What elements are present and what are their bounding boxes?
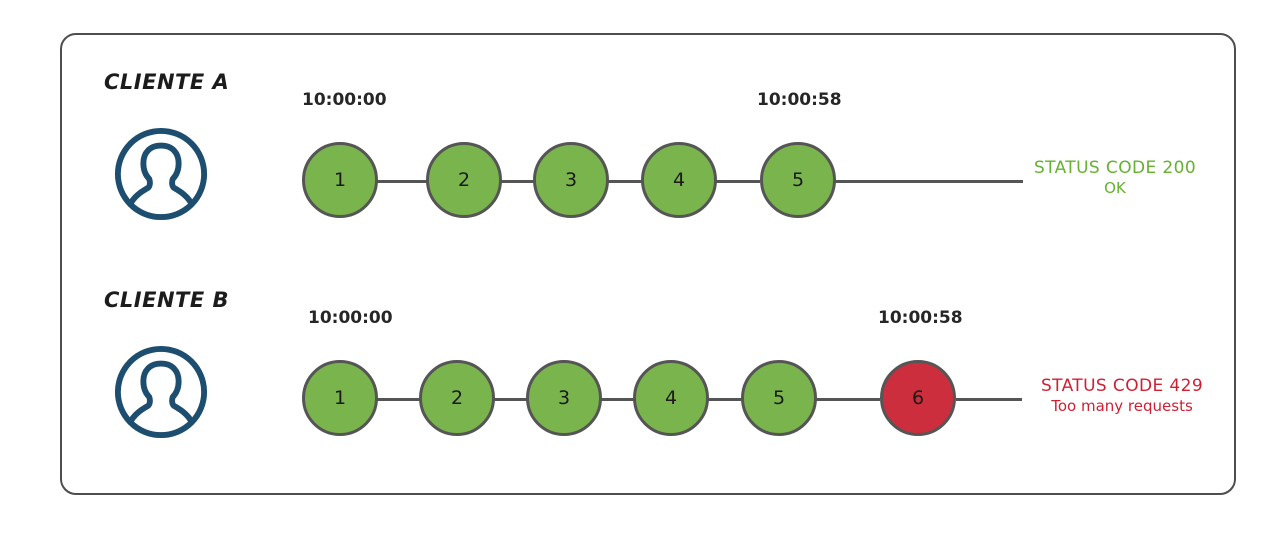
timestamp-start-a: 10:00:00	[302, 90, 387, 110]
request-node[interactable]: 4	[633, 360, 709, 436]
timestamp-end-b: 10:00:58	[878, 308, 963, 328]
request-node[interactable]: 5	[760, 142, 836, 218]
client-label-b: CLIENTE B	[104, 288, 230, 312]
status-code-a: STATUS CODE 200	[1033, 158, 1197, 178]
status-code-b: STATUS CODE 429	[1040, 376, 1204, 396]
timestamp-start-b: 10:00:00	[308, 308, 393, 328]
status-badge-b: STATUS CODE 429 Too many requests	[1022, 376, 1222, 415]
user-avatar-icon	[112, 125, 210, 223]
request-node[interactable]: 3	[533, 142, 609, 218]
chain-tail-b	[956, 398, 1022, 401]
client-row-cliente-a: CLIENTE A 10:00:00 10:00:58 1 2 3 4 5	[0, 70, 1280, 270]
request-node[interactable]: 1	[302, 142, 378, 218]
status-message-a: OK	[1104, 178, 1126, 197]
client-row-cliente-b: CLIENTE B 10:00:00 10:00:58 1 2 3 4 5 6	[0, 288, 1280, 488]
request-node[interactable]: 5	[741, 360, 817, 436]
user-avatar-icon	[112, 343, 210, 441]
request-node-error[interactable]: 6	[880, 360, 956, 436]
request-node[interactable]: 3	[526, 360, 602, 436]
client-label-a: CLIENTE A	[104, 70, 230, 94]
request-node[interactable]: 1	[302, 360, 378, 436]
status-badge-a: STATUS CODE 200 OK	[1025, 158, 1205, 197]
request-node[interactable]: 2	[419, 360, 495, 436]
chain-tail-a	[798, 180, 1023, 183]
request-node[interactable]: 2	[426, 142, 502, 218]
request-node[interactable]: 4	[641, 142, 717, 218]
chain-connector-b	[340, 398, 880, 401]
status-message-b: Too many requests	[1051, 396, 1193, 415]
timestamp-end-a: 10:00:58	[757, 90, 842, 110]
